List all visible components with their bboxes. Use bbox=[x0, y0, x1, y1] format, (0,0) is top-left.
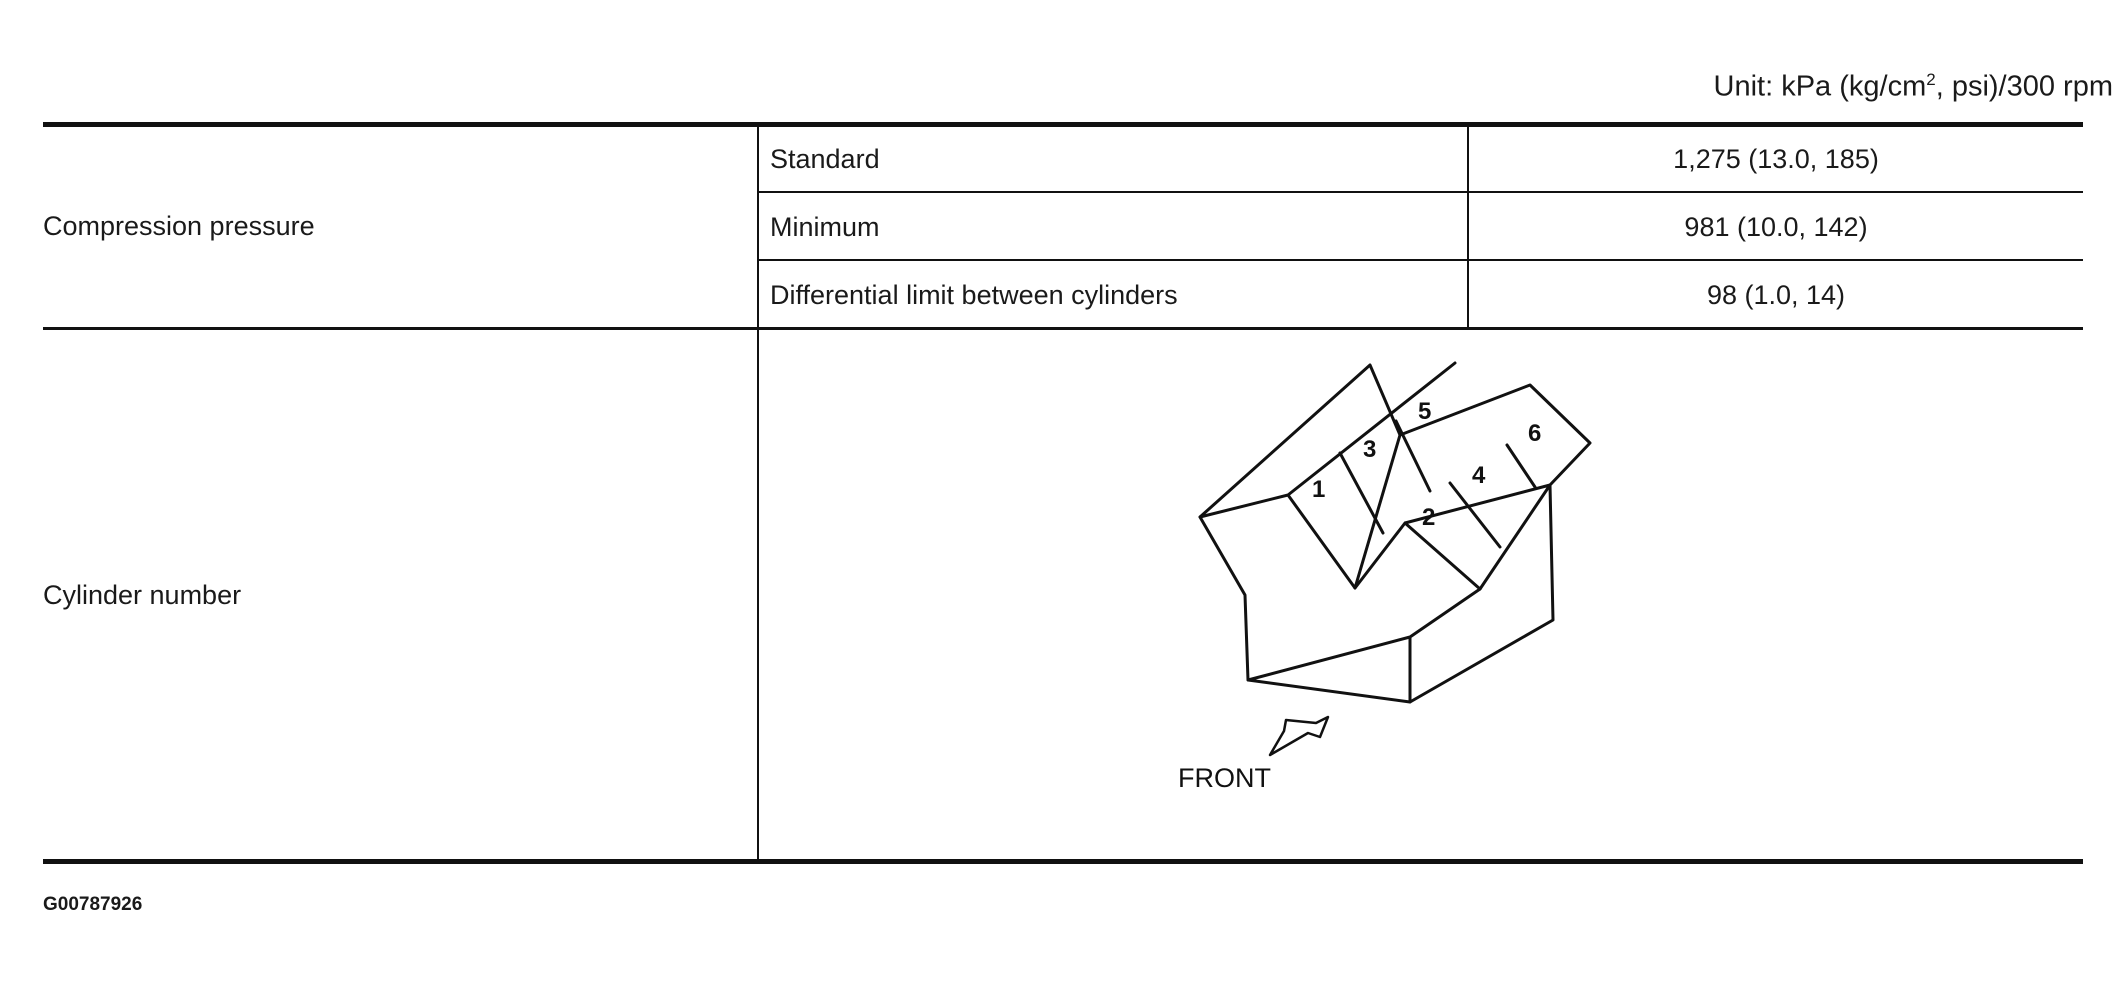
right-bank-dividers bbox=[1448, 443, 1537, 549]
unit-superscript: 2 bbox=[1926, 70, 1936, 89]
row-rule-2 bbox=[757, 259, 2083, 261]
cylinder-number-label: Cylinder number bbox=[43, 580, 242, 610]
section-rule bbox=[43, 327, 2083, 330]
row-item-differential: Differential limit between cylinders bbox=[770, 280, 1178, 310]
cylinder-diagram: 1 3 5 2 4 6 FRONT bbox=[1160, 355, 1680, 795]
unit-prefix: Unit: kPa (kg/cm bbox=[1713, 70, 1927, 103]
row-value-standard: 1,275 (13.0, 185) bbox=[1673, 144, 1879, 174]
table-bottom-rule bbox=[43, 859, 2083, 864]
cylinder-label-1: 1 bbox=[1312, 476, 1325, 503]
row-value-differential: 98 (1.0, 14) bbox=[1706, 280, 1846, 310]
row-item-standard: Standard bbox=[770, 144, 880, 174]
column-divider-1 bbox=[757, 126, 759, 862]
row-item-minimum: Minimum bbox=[770, 212, 880, 242]
column-divider-2 bbox=[1467, 126, 1469, 328]
left-bank-edges bbox=[1198, 361, 1457, 590]
right-bank-edges bbox=[1353, 483, 1552, 591]
cylinder-label-6: 6 bbox=[1528, 420, 1541, 447]
compression-pressure-label: Compression pressure bbox=[43, 211, 315, 241]
unit-suffix: , psi)/300 rpm bbox=[1935, 70, 2113, 103]
left-bank-dividers bbox=[1338, 419, 1432, 535]
engine-block-outline bbox=[1198, 363, 1592, 704]
table-top-rule bbox=[43, 122, 2083, 127]
cylinder-label-3: 3 bbox=[1363, 436, 1376, 463]
cylinder-label-4: 4 bbox=[1472, 462, 1486, 489]
row-value-minimum: 981 (10.0, 142) bbox=[1684, 212, 1868, 242]
front-face-edge bbox=[1246, 587, 1482, 704]
figure-code: G00787926 bbox=[43, 894, 143, 915]
front-label: FRONT bbox=[1178, 763, 1271, 793]
cylinder-label-2: 2 bbox=[1422, 504, 1435, 531]
front-arrow-icon bbox=[1268, 715, 1330, 757]
cylinder-label-5: 5 bbox=[1418, 398, 1431, 425]
spec-table: Compression pressure Standard 1,275 (13.… bbox=[43, 122, 2083, 864]
unit-note: Unit: kPa (kg/cm2, psi)/300 rpm bbox=[1714, 70, 2113, 104]
row-rule-1 bbox=[757, 191, 2083, 193]
